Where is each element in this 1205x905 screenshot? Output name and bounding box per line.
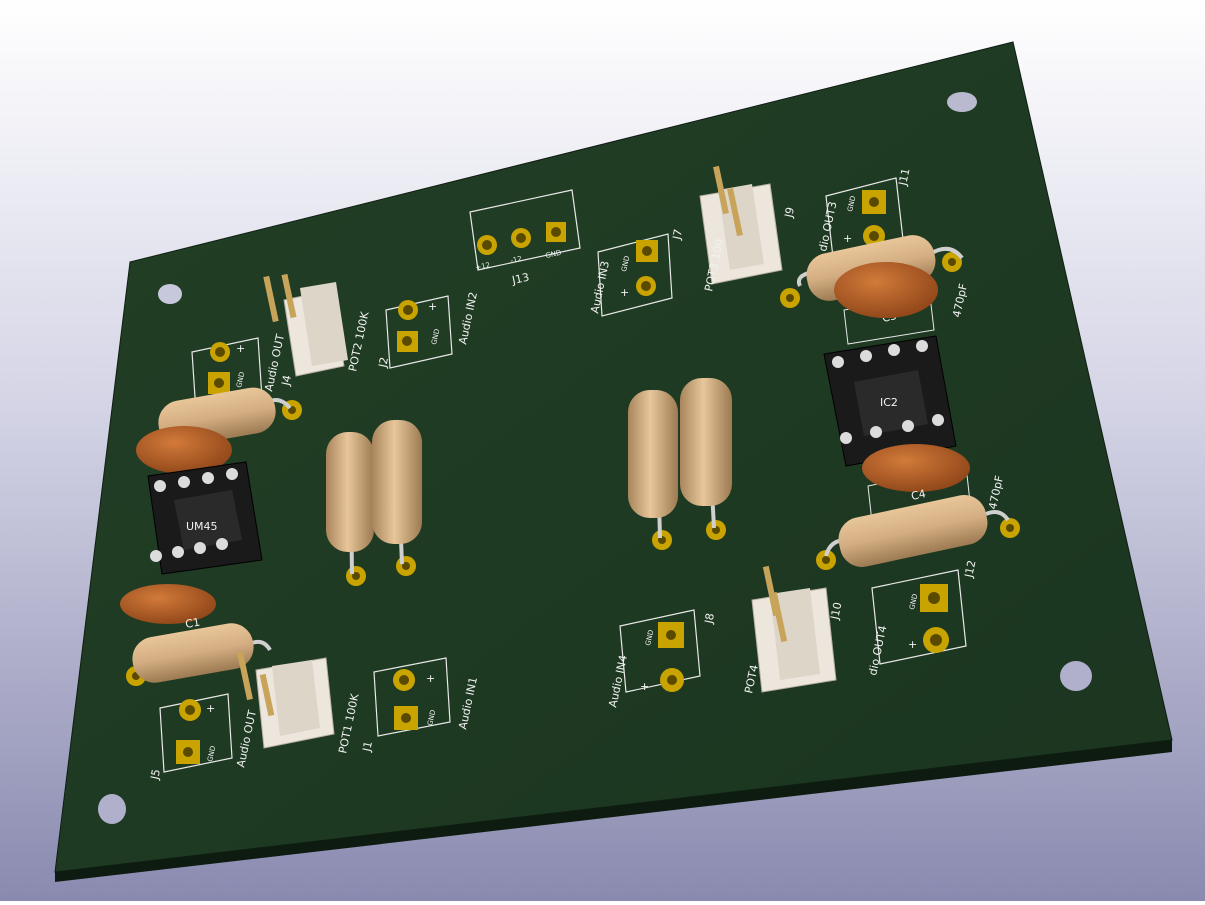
- plus-label: +: [620, 286, 629, 299]
- c4-refdes: C4: [910, 487, 927, 503]
- plus-label: +: [908, 638, 917, 651]
- resistor-pair-right[interactable]: [628, 377, 732, 550]
- j12-refdes: J12: [962, 559, 979, 580]
- j1-refdes: J1: [360, 740, 375, 754]
- pot4-header[interactable]: POT4 J10: [742, 565, 845, 695]
- ceramic-capacitor: [136, 426, 232, 474]
- pot3-header[interactable]: POT3 100 J9: [699, 165, 797, 293]
- pot2-header[interactable]: POT2 100K: [263, 273, 372, 377]
- plus-label: +: [236, 342, 245, 355]
- c1-refdes: C1: [184, 616, 201, 631]
- plus-label: +: [206, 702, 215, 715]
- pot4-label: POT4: [742, 664, 761, 695]
- ic2-socket[interactable]: IC2: [823, 335, 957, 467]
- mounting-holes: [98, 92, 1092, 824]
- j13-pin-label: GND: [545, 249, 562, 260]
- j9-refdes: J9: [782, 206, 797, 220]
- j8-refdes: J8: [702, 612, 717, 626]
- connector-j5[interactable]: + GND Audio OUT J5: [148, 693, 259, 782]
- ceramic-capacitor: [862, 444, 970, 492]
- connector-j13[interactable]: +12 -12 GND J13: [469, 189, 581, 288]
- gnd-label: GND: [620, 255, 631, 272]
- mounting-hole: [1060, 661, 1092, 691]
- connector-j2[interactable]: + GND Audio IN2 J2: [376, 291, 480, 370]
- plus-label: +: [640, 680, 649, 693]
- ceramic-capacitor: [120, 584, 216, 624]
- j13-refdes: J13: [510, 271, 531, 288]
- gnd-label: GND: [235, 371, 246, 388]
- gnd-label: GND: [426, 709, 437, 726]
- plus-label: +: [428, 300, 437, 313]
- pot1-header[interactable]: POT1 100K: [237, 651, 362, 755]
- gnd-label: GND: [908, 593, 919, 610]
- resistor-pair-left[interactable]: [326, 419, 422, 586]
- gnd-label: GND: [206, 745, 217, 762]
- j13-pin-label: -12: [510, 255, 523, 265]
- board-edge: [55, 740, 1172, 882]
- ic1-socket[interactable]: UM45: [147, 461, 263, 575]
- plus-label: +: [426, 672, 435, 685]
- resistor-mid-right[interactable]: [816, 491, 1020, 571]
- j11-refdes: J11: [896, 167, 913, 188]
- mounting-hole: [98, 794, 126, 824]
- j5-refdes: J5: [148, 768, 163, 782]
- j7-refdes: J7: [670, 228, 685, 242]
- ic1-refdes: UM45: [186, 520, 218, 533]
- resistor-top-left[interactable]: [136, 384, 302, 474]
- j13-pin-label: +12: [475, 261, 491, 272]
- j10-refdes: J10: [828, 601, 845, 622]
- ic2-refdes: IC2: [880, 396, 898, 409]
- capacitor-c1[interactable]: C1: [120, 584, 216, 631]
- j2-refdes: J2: [376, 356, 391, 370]
- gnd-label: GND: [644, 629, 655, 646]
- resistor-top-right[interactable]: [796, 231, 964, 318]
- plus-label: +: [843, 232, 852, 245]
- gnd-label: GND: [846, 195, 857, 212]
- capacitor-c4[interactable]: C4 470pF: [862, 444, 1006, 523]
- mounting-hole: [158, 284, 182, 304]
- gnd-label: GND: [430, 328, 441, 345]
- j4-refdes: J4: [279, 374, 294, 388]
- resistor-bottom-left[interactable]: [126, 620, 272, 686]
- mounting-hole: [947, 92, 977, 112]
